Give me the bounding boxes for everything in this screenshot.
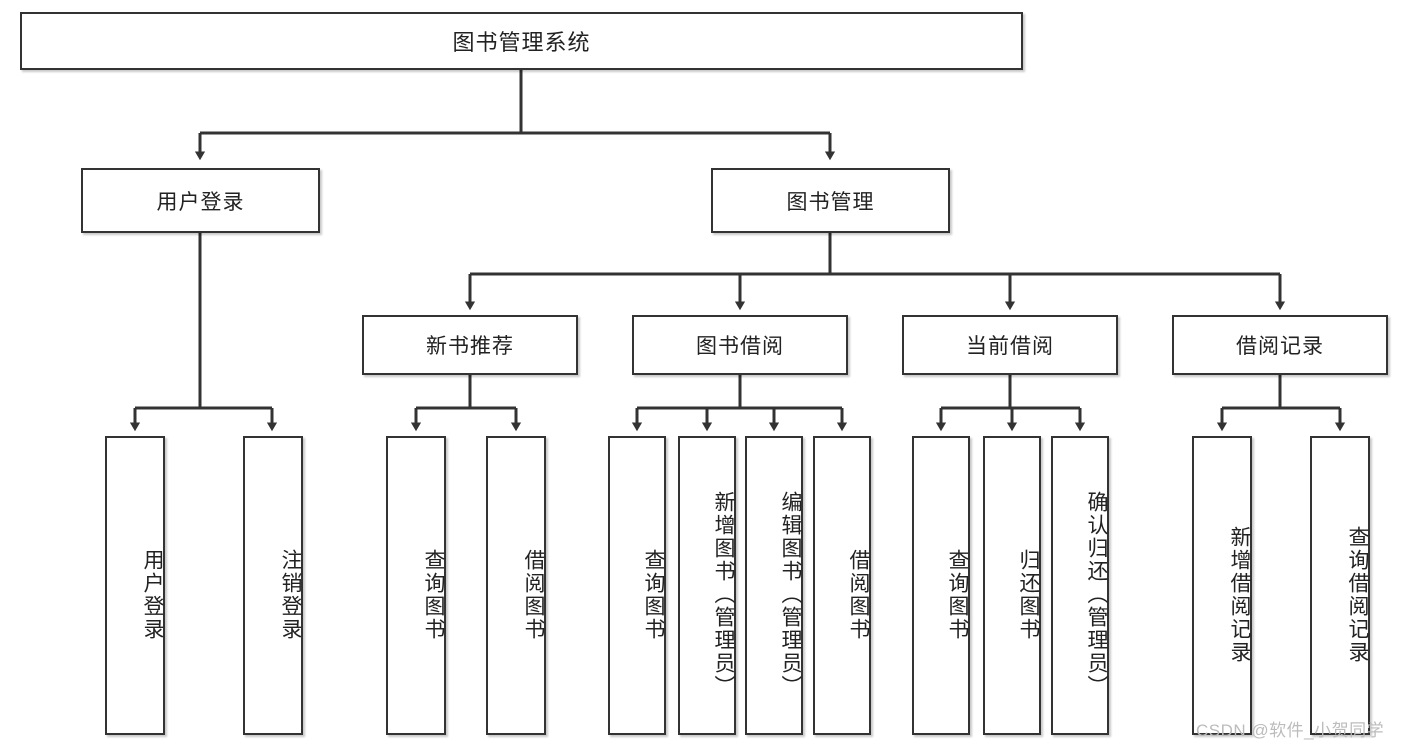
node-book-management[interactable]: 图书管理 bbox=[711, 168, 950, 233]
leaf-user-login[interactable]: 用户登录 bbox=[105, 436, 165, 735]
leaf-add-borrow-record[interactable]: 新增借阅记录 bbox=[1192, 436, 1252, 735]
leaf-borrow-books-borrowing[interactable]: 借阅图书 bbox=[813, 436, 871, 735]
node-book-borrowing[interactable]: 图书借阅 bbox=[632, 315, 848, 375]
leaf-query-books-current[interactable]: 查询图书 bbox=[912, 436, 970, 735]
node-borrowing-records[interactable]: 借阅记录 bbox=[1172, 315, 1388, 375]
node-new-book-recommendation[interactable]: 新书推荐 bbox=[362, 315, 578, 375]
leaf-edit-book-admin[interactable]: 编辑图书（管理员） bbox=[745, 436, 803, 735]
node-root-system[interactable]: 图书管理系统 bbox=[20, 12, 1023, 70]
node-current-borrowing[interactable]: 当前借阅 bbox=[902, 315, 1118, 375]
node-user-login[interactable]: 用户登录 bbox=[81, 168, 320, 233]
leaf-logout[interactable]: 注销登录 bbox=[243, 436, 303, 735]
csdn-watermark: CSDN @软件_小贺同学 bbox=[1196, 721, 1385, 740]
leaf-return-books[interactable]: 归还图书 bbox=[983, 436, 1041, 735]
leaf-query-books-recommend[interactable]: 查询图书 bbox=[386, 436, 446, 735]
leaf-query-books-borrowing[interactable]: 查询图书 bbox=[608, 436, 666, 735]
leaf-confirm-return-admin[interactable]: 确认归还（管理员） bbox=[1051, 436, 1109, 735]
leaf-borrow-books-recommend[interactable]: 借阅图书 bbox=[486, 436, 546, 735]
leaf-add-book-admin[interactable]: 新增图书（管理员） bbox=[678, 436, 736, 735]
leaf-query-borrow-record[interactable]: 查询借阅记录 bbox=[1310, 436, 1370, 735]
